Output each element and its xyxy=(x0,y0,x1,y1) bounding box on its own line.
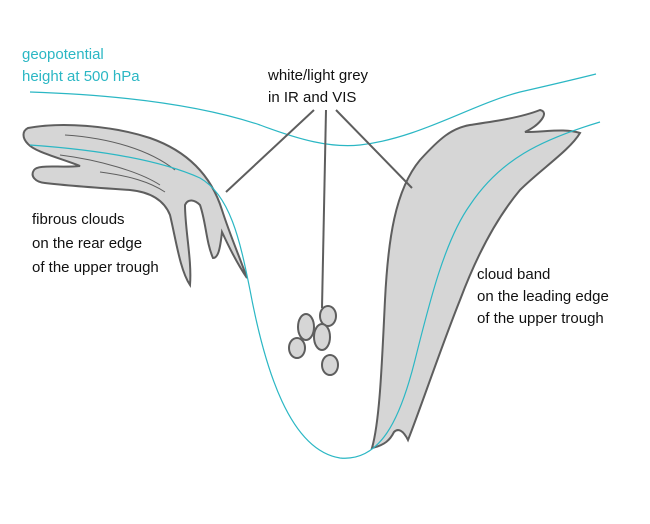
cloud-band-label-line-2: on the leading edge xyxy=(477,288,609,305)
pointer-line-center xyxy=(321,109,327,309)
cloud-cell xyxy=(297,313,315,341)
cloud-cell xyxy=(313,323,331,351)
cloud-band-label-line-3: of the upper trough xyxy=(477,310,604,327)
legend-label: geopotential height at 500 hPa xyxy=(22,44,140,88)
fibrous-cloud-streak xyxy=(64,134,176,171)
fibrous-label-line-3: of the upper trough xyxy=(32,259,159,276)
legend-line-2: height at 500 hPa xyxy=(22,68,140,85)
pointer-label-line-2: in IR and VIS xyxy=(268,89,357,106)
cloud-band-label: cloud band on the leading edge of the up… xyxy=(477,264,609,330)
fibrous-label-line-1: fibrous clouds xyxy=(32,211,125,228)
fibrous-cloud-streak xyxy=(59,154,161,186)
legend-line-1: geopotential xyxy=(22,46,104,63)
fibrous-clouds-label: fibrous clouds on the rear edge of the u… xyxy=(32,208,159,280)
cloud-cell xyxy=(321,354,339,376)
geopotential-contour-upper xyxy=(29,73,597,147)
cloud-cell xyxy=(319,305,337,327)
geopotential-contour-trough xyxy=(29,121,601,459)
pointer-line-left xyxy=(225,109,315,193)
pointer-line-right xyxy=(335,109,413,189)
pointer-label-line-1: white/light grey xyxy=(268,67,369,84)
pointer-label: white/light grey in IR and VIS xyxy=(268,65,368,109)
cloud-cell xyxy=(288,337,306,359)
fibrous-cloud-streak xyxy=(99,171,166,193)
fibrous-cloud-shape xyxy=(22,124,248,288)
cloud-band-label-line-1: cloud band xyxy=(477,266,551,283)
fibrous-label-line-2: on the rear edge xyxy=(32,235,143,252)
cloud-band-shape xyxy=(370,108,582,450)
